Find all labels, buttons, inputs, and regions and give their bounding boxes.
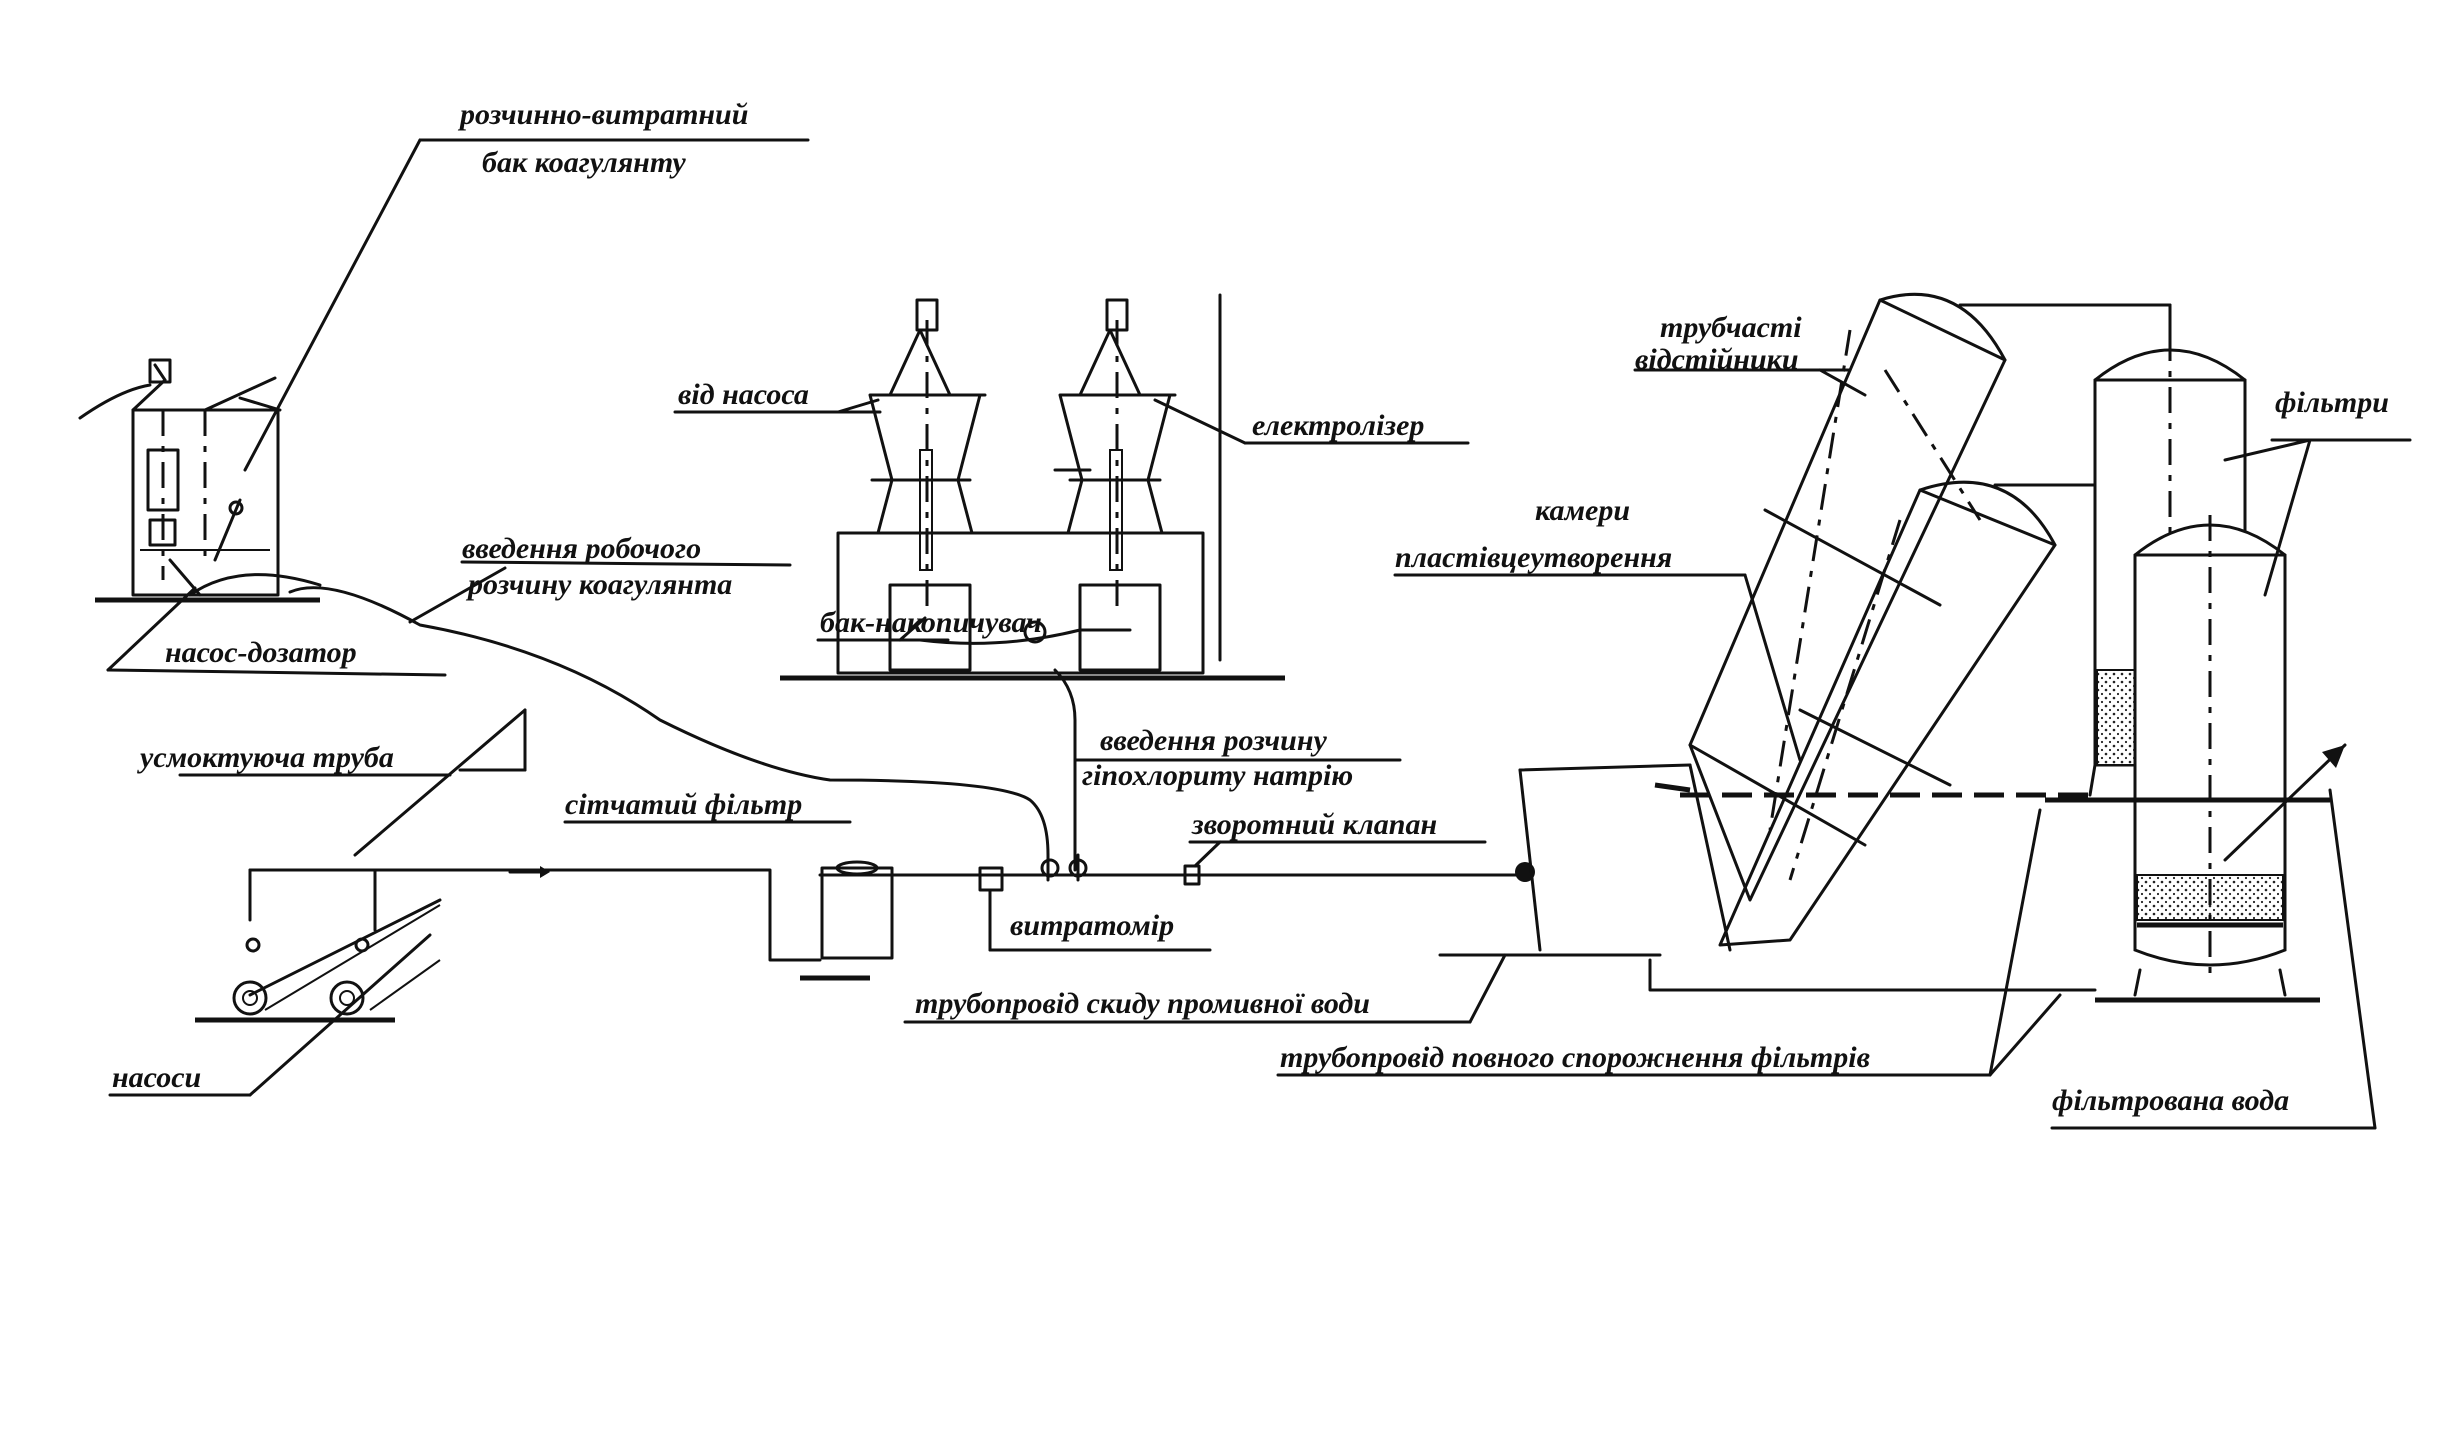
filtered-water-arrowhead [2322, 745, 2345, 768]
from-pump-label: від насоса [678, 378, 809, 411]
coagulant-tank-label-2: бак коагулянту [482, 146, 686, 179]
electrolyzer-label: електролізер [1252, 409, 1424, 442]
filters-leader-2 [2263, 438, 2312, 597]
pumps-label: насоси [112, 1061, 201, 1094]
filters-leader-1 [2223, 438, 2312, 462]
full-drain-pipe [1648, 958, 2097, 992]
filtered-water-leader [2328, 788, 2377, 1130]
dosing-pump-leader [106, 586, 197, 672]
check-valve-leader [1193, 840, 1222, 868]
settlers-leader [1818, 368, 1867, 397]
dosing-pump-label: насос-дозатор [165, 636, 357, 669]
check-valve-label: зворотний клапан [1191, 808, 1437, 841]
flocculation-label-2: пластівцеутворення [1395, 541, 1672, 574]
working-solution-label-1: введення робочого [462, 532, 701, 565]
working-solution-label-2: розчину коагулянта [465, 568, 732, 601]
full-drain-leader-1 [1988, 808, 2042, 1077]
hypochlorite-line [1053, 668, 1077, 872]
wash-drain-label: трубопровід скиду промивної води [915, 987, 1370, 1020]
coagulant-tank-label-1: розчинно-витратний [457, 98, 748, 131]
pumps-leader [248, 933, 432, 1097]
filtered-water-arrow [2223, 743, 2347, 862]
suction-pipe-label: усмоктуюча труба [137, 741, 394, 774]
wash-drain-leader [1468, 953, 1507, 1024]
main-pipe [800, 853, 1535, 981]
storage-tank-label: бак-накопичувач [820, 606, 1042, 639]
full-drain-label: трубопровід повного спорожнення фільтрів [1280, 1041, 1870, 1074]
settlers-label-2: відстійники [1635, 343, 1799, 376]
filtered-water-label: фільтрована вода [2052, 1084, 2289, 1117]
electrolyzer-unit [780, 293, 1285, 681]
flocculation-leader [1743, 573, 1802, 762]
hypochlorite-label-2: гіпохлориту натрію [1082, 759, 1353, 792]
working-solution-leader [408, 566, 507, 624]
electrolyzer-leader [1153, 398, 1247, 445]
hypochlorite-label-1: введення розчину [1100, 724, 1327, 757]
filters-label: фільтри [2275, 386, 2389, 419]
settlers-label-1: трубчасті [1660, 311, 1802, 344]
mesh-filter-label: сітчатий фільтр [565, 788, 802, 821]
settlers [1518, 292, 2202, 952]
dosing-pump-label-line [106, 668, 447, 677]
flowmeter-label: витратомір [1010, 909, 1174, 942]
from-pump-leader [836, 398, 880, 414]
coagulant-tank-leader [243, 138, 422, 472]
working-solution-label-line [460, 560, 792, 567]
pump-station [195, 708, 822, 1023]
storage-tank-leader [898, 616, 927, 642]
full-drain-leader-2 [1988, 993, 2062, 1077]
flocculation-label-1: камери [1535, 494, 1630, 527]
filters [2045, 335, 2330, 1003]
coagulant-solution-line [288, 586, 1050, 857]
